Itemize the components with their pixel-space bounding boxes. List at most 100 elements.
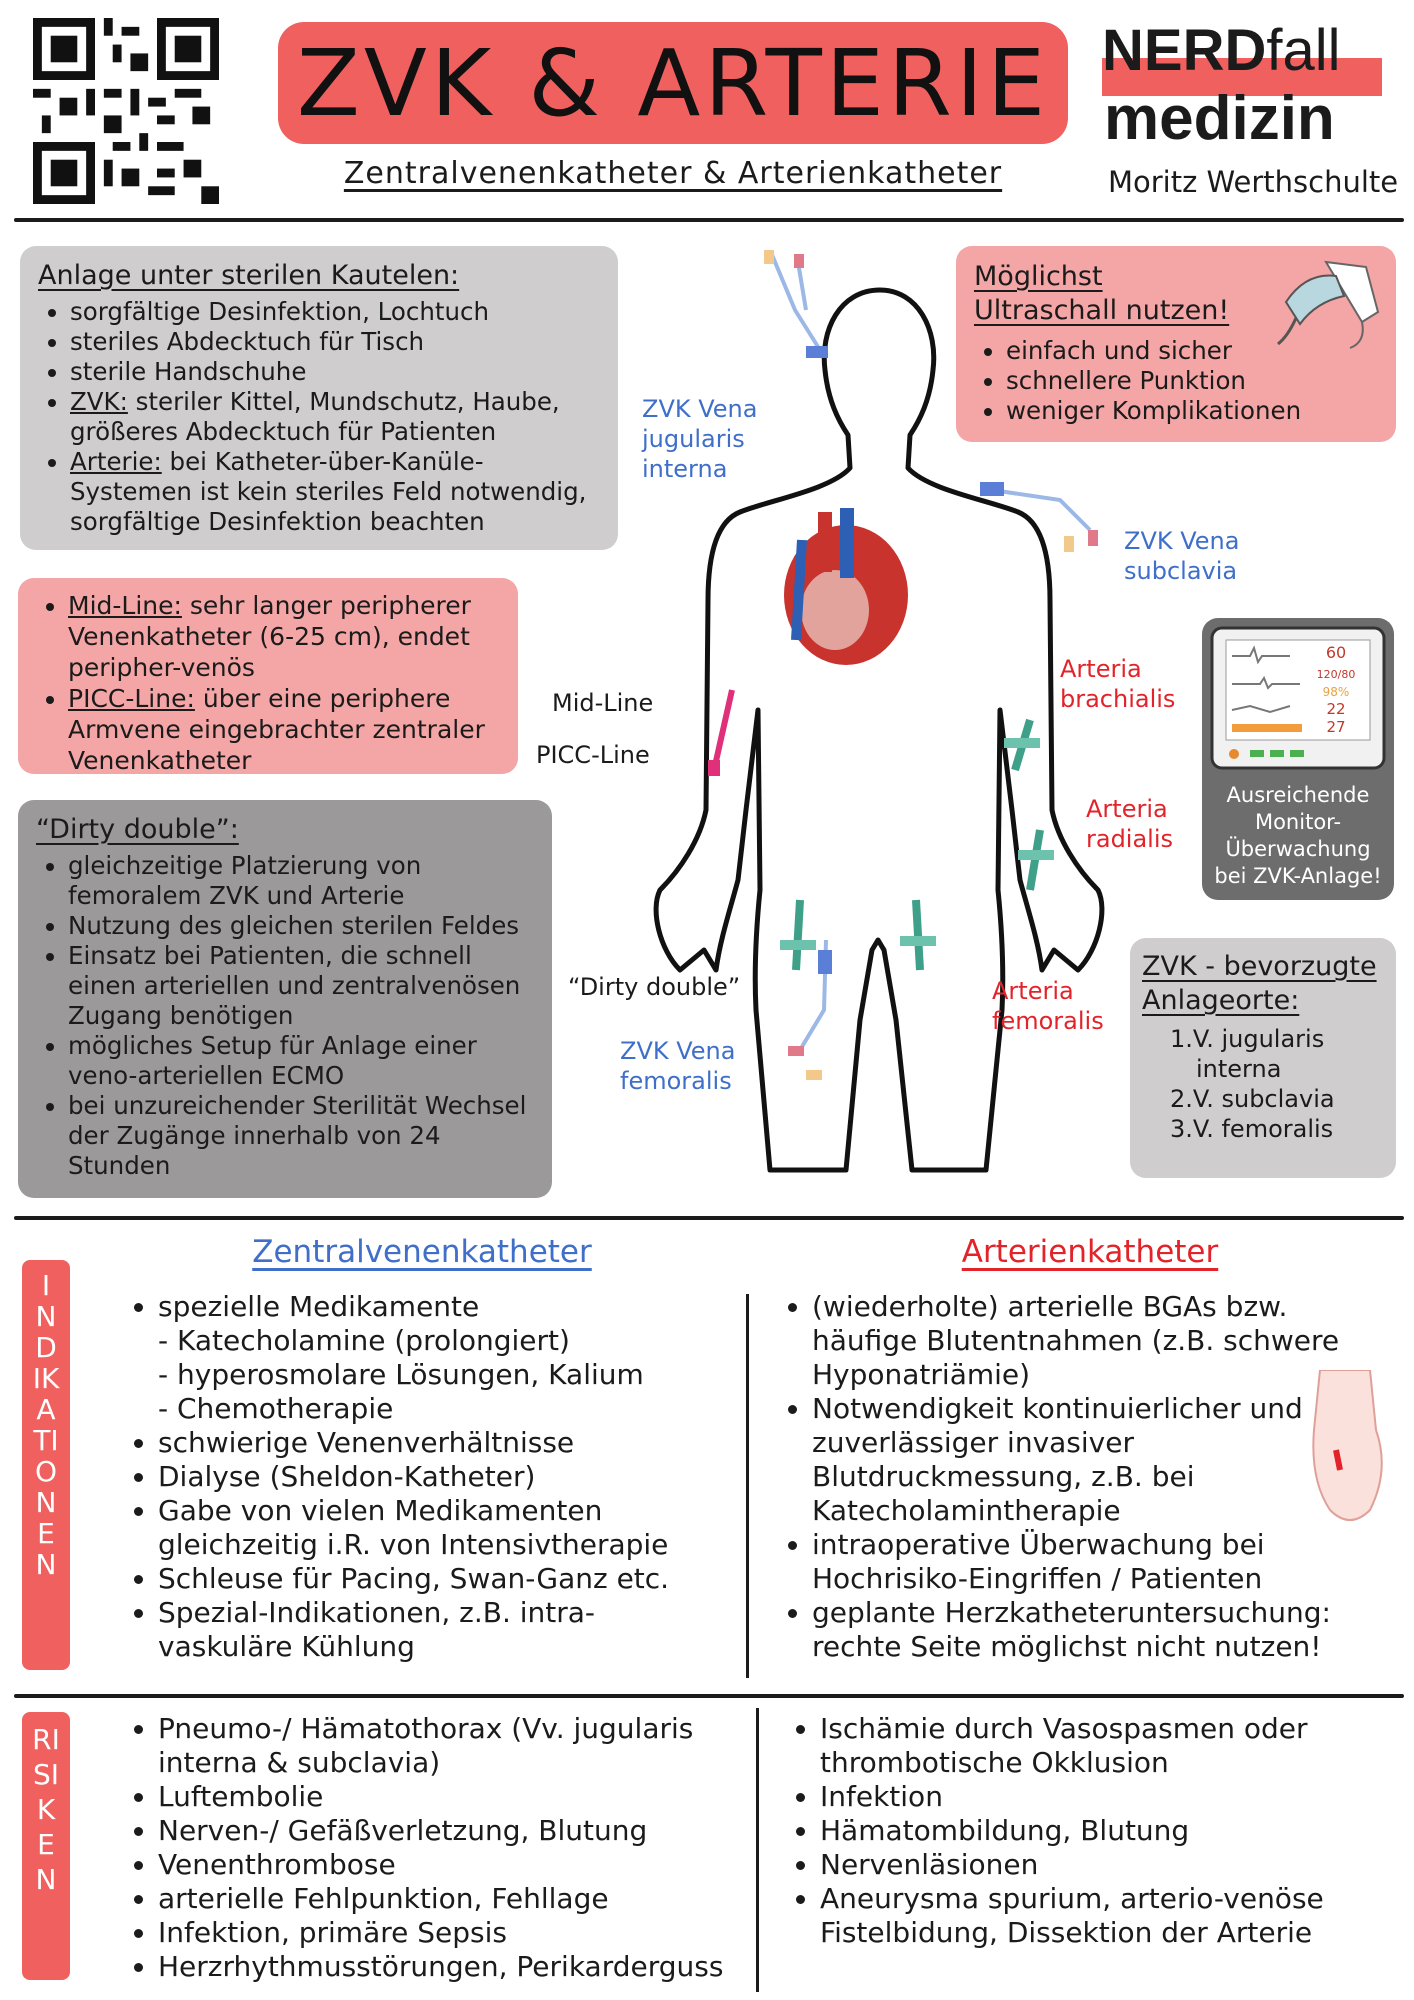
indikationen-tab: INDIKATIONEN xyxy=(22,1260,70,1670)
sterile-heading: Anlage unter sterilen Kautelen: xyxy=(38,260,460,291)
risiken-tab: RISIKEN xyxy=(22,1712,70,1980)
logo-part-nerd: NERD xyxy=(1102,18,1267,83)
monitor-value-spo2: 98% xyxy=(1323,685,1350,699)
list-item: einfach und sicher xyxy=(1006,336,1378,366)
list-item: Herzrhythmusstörungen, Perikarderguss xyxy=(158,1950,768,1984)
label-picc-line: PICC-Line xyxy=(536,741,650,769)
cannula-femoral-left-icon xyxy=(780,899,816,971)
list-item: Venenthrombose xyxy=(158,1848,768,1882)
sterile-list: sorgfältige Desinfektion, Lochtuch steri… xyxy=(38,297,600,537)
risiken-tab-label: RISIKEN xyxy=(32,1723,60,1896)
list-item: schnellere Punktion xyxy=(1006,366,1378,396)
label-zvk-jugularis: ZVK Vena jugularis interna xyxy=(642,395,758,483)
list-item: 3.V. femoralis xyxy=(1170,1115,1334,1143)
preferred-list: 1.V. jugularis interna 2.V. subclavia 3.… xyxy=(1142,1024,1386,1144)
list-item: geplante Herzkatheteruntersuchung: recht… xyxy=(812,1596,1372,1664)
cannula-brachialis-icon xyxy=(1004,718,1040,772)
list-item: Nervenläsionen xyxy=(820,1848,1380,1882)
heart-icon xyxy=(784,508,908,665)
logo-medizin: medizin xyxy=(1104,84,1335,153)
label-dirty-double: “Dirty double” xyxy=(568,973,741,1001)
list-item: - Katecholamine (prolongiert) xyxy=(158,1324,570,1357)
list-item: sterile Handschuhe xyxy=(70,357,600,387)
label-arteria-brachialis: Arteria brachialis xyxy=(1060,655,1176,713)
label-zvk-subclavia: ZVK Vena subclavia xyxy=(1124,527,1240,585)
list-item: arterielle Fehlpunktion, Fehllage xyxy=(158,1882,768,1916)
list-item: Ischämie durch Vasospasmen oder thrombot… xyxy=(820,1712,1380,1780)
zvk-indications-list: spezielle Medikamente - Katecholamine (p… xyxy=(128,1290,718,1664)
hand-wrist-icon xyxy=(1312,1370,1383,1521)
qr-code xyxy=(33,18,219,204)
list-item: 2.V. subclavia xyxy=(1170,1085,1335,1113)
list-item: gleichzeitige Platzierung von femoralem … xyxy=(68,851,534,911)
list-item: bei unzureichender Sterilität Wechsel de… xyxy=(68,1091,534,1181)
list-item: Nutzung des gleichen sterilen Feldes xyxy=(68,911,534,941)
list-item: mögliches Setup für Anlage einer veno-ar… xyxy=(68,1031,534,1091)
catheter-subclavia-icon xyxy=(980,482,1098,552)
list-item: Mid-Line: sehr langer peripherer Venenka… xyxy=(68,590,500,683)
list-item: Infektion xyxy=(820,1780,1380,1814)
column-divider-bottom xyxy=(756,1708,759,1992)
list-item: schwierige Venenverhältnisse xyxy=(158,1426,718,1460)
dirty-double-box: “Dirty double”: gleichzeitige Platzierun… xyxy=(18,800,552,1198)
list-item: Nerven-/ Gefäßverletzung, Blutung xyxy=(158,1814,768,1848)
label-arteria-radialis: Arteria radialis xyxy=(1086,795,1174,853)
list-item: Infektion, primäre Sepsis xyxy=(158,1916,768,1950)
risks-divider xyxy=(14,1694,1404,1698)
monitor-box: 60 120/80 98% 22 27 Ausreichende Monitor… xyxy=(1202,618,1394,900)
title-banner xyxy=(278,22,1068,144)
list-item: weniger Komplikationen xyxy=(1006,396,1378,426)
list-item: steriles Abdecktuch für Tisch xyxy=(70,327,600,357)
section-divider xyxy=(14,1216,1404,1220)
page-subtitle: Zentralvenenkatheter & Arterienkatheter xyxy=(343,156,1003,191)
list-item: Luftembolie xyxy=(158,1780,768,1814)
zvk-risks-list: Pneumo-/ Hämatothorax (Vv. jugularis int… xyxy=(128,1712,768,1984)
list-item: Notwendigkeit kontinuierlicher und zuver… xyxy=(812,1392,1372,1528)
monitor-caption: Ausreichende Monitor-Überwachung bei ZVK… xyxy=(1214,783,1382,888)
monitor-value-temp: 27 xyxy=(1326,718,1345,736)
cannula-femoral-right-icon xyxy=(900,899,936,971)
label-mid-line: Mid-Line xyxy=(552,689,654,717)
catheter-picc-icon xyxy=(708,689,735,776)
list-item: Aneurysma spurium, arterio-venöse Fistel… xyxy=(820,1882,1380,1950)
list-item: Dialyse (Sheldon-Katheter) xyxy=(158,1460,718,1494)
monitor-value-hr: 60 xyxy=(1326,643,1346,662)
list-item: (wiederholte) arterielle BGAs bzw. häufi… xyxy=(812,1290,1372,1392)
list-item: sorgfältige Desinfektion, Lochtuch xyxy=(70,297,600,327)
logo-nerdfall: NERDfall xyxy=(1102,22,1382,96)
body-illustration xyxy=(653,250,1105,1173)
list-item: ZVK: steriler Kittel, Mundschutz, Haube,… xyxy=(70,387,600,447)
label-arteria-femoralis: Arteria femoralis xyxy=(992,977,1104,1035)
list-item: Arterie: bei Katheter-über-Kanüle-System… xyxy=(70,447,600,537)
list-item: Hämatombildung, Blutung xyxy=(820,1814,1380,1848)
list-item: 1.V. jugularis interna xyxy=(1170,1025,1325,1083)
arterie-indications-list: (wiederholte) arterielle BGAs bzw. häufi… xyxy=(782,1290,1372,1664)
midline-list: Mid-Line: sehr langer peripherer Venenka… xyxy=(36,590,500,776)
ultrasound-list: einfach und sicher schnellere Punktion w… xyxy=(974,336,1378,426)
list-item: PICC-Line: über eine periphere Armvene e… xyxy=(68,683,500,776)
dirty-double-heading: “Dirty double”: xyxy=(36,814,239,845)
zvk-column-title: Zentralvenenkatheter xyxy=(252,1234,592,1270)
ultrasound-probe-icon xyxy=(1277,260,1380,349)
list-item: Spezial-Indikationen, z.B. intra-vaskulä… xyxy=(158,1596,718,1664)
dirty-double-list: gleichzeitige Platzierung von femoralem … xyxy=(36,851,534,1181)
list-item: Pneumo-/ Hämatothorax (Vv. jugularis int… xyxy=(158,1712,768,1780)
list-item: Gabe von vielen Medikamenten gleichzeiti… xyxy=(158,1494,718,1562)
indikationen-tab-label: INDIKATIONEN xyxy=(32,1269,60,1581)
list-item: Einsatz bei Patienten, die schnell einen… xyxy=(68,941,534,1031)
arterie-column-title: Arterienkatheter xyxy=(961,1234,1219,1270)
header-divider xyxy=(14,218,1404,222)
column-divider-top xyxy=(746,1294,749,1678)
list-item: spezielle Medikamente xyxy=(158,1290,718,1324)
catheter-femoralis-icon xyxy=(788,939,832,1080)
list-item: - Chemotherapie xyxy=(158,1392,394,1425)
midline-box: Mid-Line: sehr langer peripherer Venenka… xyxy=(18,578,518,776)
page-title: ZVK & ARTERIE xyxy=(296,30,1050,137)
list-item: - hyperosmolare Lösungen, Kalium xyxy=(158,1358,644,1391)
list-item: Schleuse für Pacing, Swan-Ganz etc. xyxy=(158,1562,718,1596)
author-name: Moritz Werthschulte xyxy=(1108,165,1399,199)
list-item: intraoperative Überwachung bei Hochrisik… xyxy=(812,1528,1372,1596)
